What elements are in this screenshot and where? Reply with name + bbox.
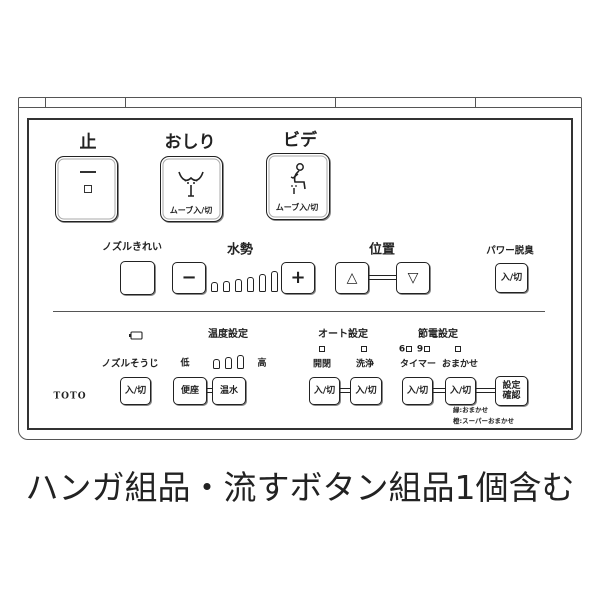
- battery-icon: [129, 331, 143, 340]
- nozzle-cleaning-button[interactable]: 入/切: [120, 377, 151, 405]
- top-strip-divider: [475, 97, 476, 108]
- stop-line-icon: [80, 171, 96, 173]
- water-pressure-plus-button[interactable]: +: [281, 262, 315, 294]
- temperature-connector: [207, 388, 212, 393]
- top-strip-divider: [45, 97, 46, 108]
- open-close-label: 開閉: [312, 359, 332, 370]
- water-pressure-label: 水勢: [226, 242, 254, 258]
- temperature-low-label: 低: [180, 358, 190, 369]
- icon-spray-dot: [193, 182, 195, 184]
- water-pressure-level-lamp: [211, 282, 218, 292]
- top-strip-divider: [125, 97, 126, 108]
- brand-logo: TOTO: [53, 391, 87, 402]
- temperature-level-lamp: [237, 355, 244, 369]
- open-close-lamp: [319, 346, 325, 352]
- water-pressure-level-lamp: [271, 271, 278, 292]
- timer-button[interactable]: 入/切: [402, 377, 433, 405]
- product-caption: ハンガ組品・流すボタン組品1個含む: [25, 468, 575, 507]
- control-panel: [27, 118, 573, 430]
- oshiri-label: おしり: [164, 132, 216, 153]
- power-saving-label: 節電設定: [418, 329, 458, 340]
- section-divider: [53, 311, 545, 312]
- nozzle-clean-label: ノズルきれい: [102, 242, 162, 253]
- flush-lamp: [361, 346, 367, 352]
- remote-body: [18, 97, 582, 440]
- icon-seat-curve: [178, 171, 204, 182]
- power-deodorize-label: パワー脱臭: [486, 245, 534, 257]
- omakase-button[interactable]: 入/切: [445, 377, 476, 405]
- icon-spray-dot: [291, 185, 293, 187]
- position-connector: [369, 275, 396, 280]
- battery-body: [130, 331, 143, 340]
- temperature-level-lamp: [225, 357, 232, 369]
- bidet-move-text: ムーブ入/切: [275, 203, 319, 212]
- temperature-level-lamp: [213, 359, 220, 369]
- setting-confirm-line2: 確認: [502, 391, 521, 401]
- battery-tip: [129, 334, 131, 337]
- flush-label: 洗浄: [355, 359, 375, 370]
- water-pressure-minus-button[interactable]: −: [172, 262, 206, 294]
- temperature-high-label: 高: [257, 358, 267, 369]
- icon-arm: [290, 173, 299, 179]
- timer-6-lamp: [406, 346, 412, 352]
- omakase-green-note: 緑:おまかせ: [453, 406, 489, 414]
- timer-9-label: 9: [416, 344, 424, 355]
- omakase-lamp: [455, 346, 461, 352]
- icon-spray-dot: [187, 182, 189, 184]
- water-pressure-level-lamp: [223, 281, 230, 292]
- setting-confirm-line1: 設定: [502, 381, 521, 391]
- auto-open-close-button[interactable]: 入/切: [309, 377, 340, 405]
- water-temperature-button[interactable]: 温水: [212, 377, 246, 405]
- water-pressure-level-lamp: [259, 274, 266, 292]
- power-deodorize-button[interactable]: 入/切: [495, 263, 528, 293]
- power-saving-connector: [433, 388, 445, 393]
- bidet-label: ビデ: [283, 130, 317, 151]
- position-label: 位置: [368, 242, 396, 258]
- icon-nozzle: [188, 185, 194, 197]
- icon-spray-dot: [195, 179, 198, 182]
- auto-flush-button[interactable]: 入/切: [350, 377, 382, 405]
- water-pressure-level-lamp: [247, 277, 254, 292]
- bidet-person-icon: [290, 163, 306, 194]
- omakase-orange-note: 橙:スーパーおまかせ: [453, 417, 515, 425]
- top-strip-line: [19, 107, 581, 108]
- temperature-label: 温度設定: [208, 329, 248, 340]
- icon-head: [296, 163, 304, 171]
- nozzle-cleaning-label: ノズルそうじ: [101, 358, 159, 370]
- power-saving-connector: [476, 388, 495, 393]
- omakase-label: おまかせ: [441, 359, 479, 370]
- water-pressure-level-lamp: [235, 279, 242, 292]
- icon-spray-dot: [184, 179, 187, 182]
- oshiri-move-text: ムーブ入/切: [169, 206, 213, 215]
- position-up-button[interactable]: △: [335, 262, 369, 294]
- timer-9-lamp: [424, 346, 430, 352]
- oshiri-spray-icon: [178, 171, 204, 197]
- stop-label: 止: [79, 132, 97, 153]
- seat-temperature-button[interactable]: 便座: [173, 377, 207, 405]
- icon-spray-dot: [295, 185, 297, 187]
- top-strip-divider: [335, 97, 336, 108]
- icon-body: [293, 170, 306, 190]
- position-down-button[interactable]: ▽: [396, 262, 430, 294]
- timer-label: タイマー: [399, 359, 437, 370]
- stop-button[interactable]: [55, 156, 118, 222]
- auto-setting-label: オート設定: [318, 329, 368, 340]
- timer-6-label: 6: [398, 344, 406, 355]
- stop-indicator-lamp: [84, 185, 92, 193]
- setting-confirm-button[interactable]: 設定 確認: [495, 376, 528, 406]
- nozzle-clean-button[interactable]: [120, 261, 155, 295]
- auto-connector: [340, 388, 350, 393]
